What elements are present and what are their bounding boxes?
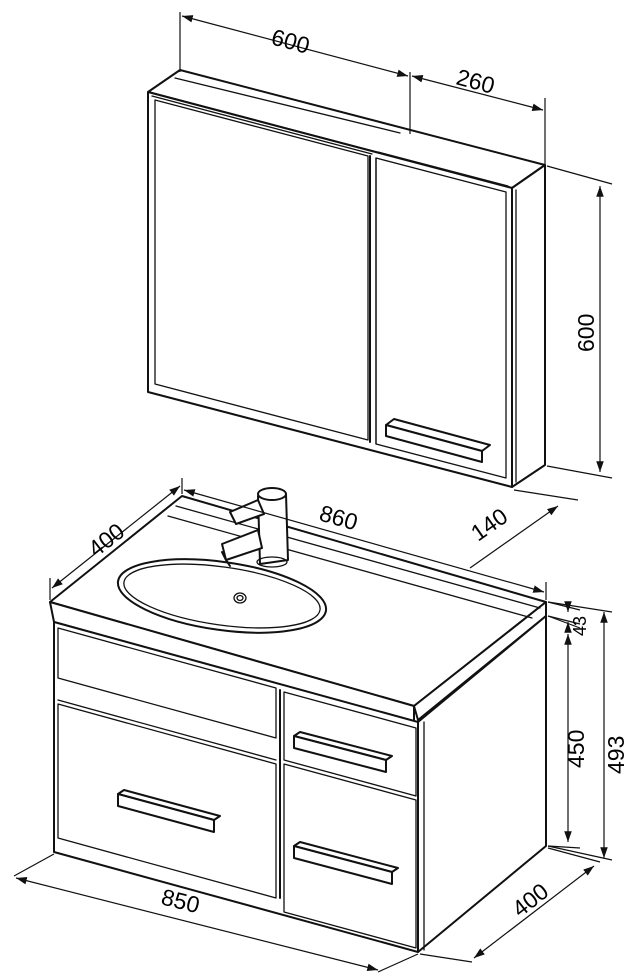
body-height-label: 450 bbox=[563, 730, 589, 768]
mirror-width-label: 600 bbox=[269, 24, 313, 59]
mirror-depth-dimension: 140 bbox=[466, 489, 579, 569]
total-height-label: 493 bbox=[603, 736, 629, 774]
drawer-handle-left bbox=[117, 789, 221, 833]
mirror-depth-label: 140 bbox=[466, 503, 512, 546]
cabinet-handle bbox=[385, 418, 491, 463]
body-height-dimension: 450 bbox=[547, 615, 589, 849]
drawer-handle-right-top bbox=[293, 731, 393, 773]
mirror-height-dimension: 600 bbox=[546, 165, 613, 479]
mirror-side-label: 260 bbox=[454, 64, 498, 99]
total-height-dimension: 493 bbox=[547, 601, 629, 861]
mirror-cabinet bbox=[147, 69, 546, 488]
vanity-unit bbox=[49, 487, 547, 953]
mirror-height-label: 600 bbox=[573, 314, 599, 352]
drawer-handle-right-bottom bbox=[293, 841, 399, 885]
top-thickness-label: 43 bbox=[570, 616, 590, 636]
body-depth-label: 400 bbox=[507, 878, 553, 922]
